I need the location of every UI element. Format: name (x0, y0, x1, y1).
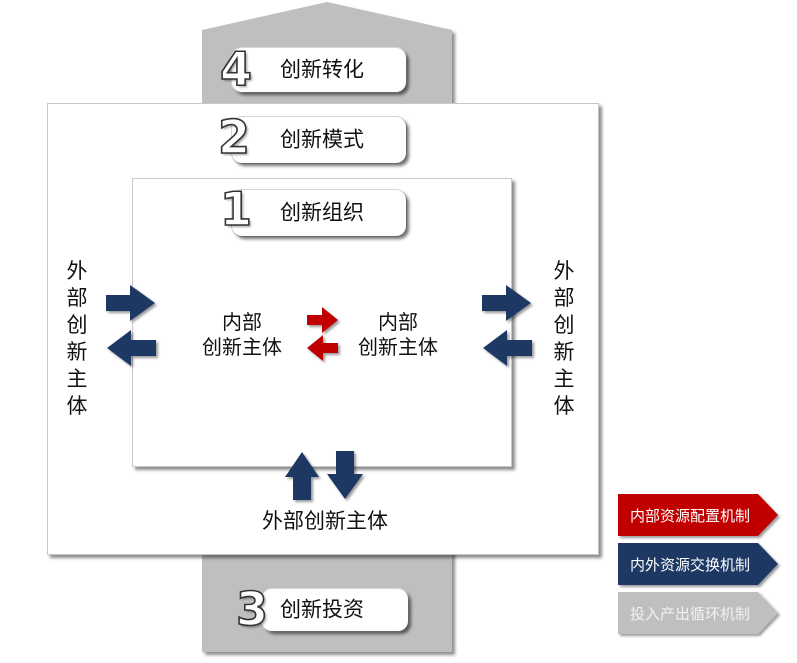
legend-label-input-output-cycle: 投入产出循环机制 (630, 604, 751, 623)
level-3-label: 创新投资 (280, 597, 364, 622)
level-4-label: 创新转化 (280, 57, 364, 82)
left-outbound-arrow-icon (107, 330, 156, 366)
level-4-pill: 创新转化 (232, 48, 406, 92)
bottom-down-arrow-icon (327, 451, 363, 499)
legend-chevron-gray (618, 592, 778, 634)
internal-entity-a-line2: 创新主体 (202, 335, 282, 359)
level-1-label: 创新组织 (280, 200, 364, 225)
level-2-number: 2 (217, 110, 251, 164)
internal-right-arrow-icon (307, 307, 338, 333)
left-inbound-arrow-icon (106, 285, 155, 321)
level-4-number: 4 (219, 42, 253, 96)
legend-chevron-navy (618, 543, 778, 585)
bottom-external-entity: 外部创新主体 (262, 509, 388, 533)
internal-entity-b-line2: 创新主体 (358, 335, 438, 359)
level-2-pill: 创新模式 (232, 117, 406, 163)
level-1-pill: 创新组织 (232, 190, 406, 236)
legend-chevron-red (618, 494, 778, 536)
internal-entity-b-line1: 内部 (378, 310, 418, 334)
legend-item-internal-allocation: 内部资源配置机制 (618, 494, 780, 538)
level-1-number: 1 (219, 182, 253, 236)
bottom-up-arrow-icon (285, 452, 319, 500)
internal-left-arrow-icon (307, 335, 338, 361)
internal-entity-a: 内部 创新主体 (196, 310, 288, 360)
legend-label-internal-allocation: 内部资源配置机制 (630, 506, 751, 525)
right-external-entity: 外部创新主体 (553, 259, 575, 418)
legend-item-input-output-cycle: 投入产出循环机制 (618, 592, 780, 636)
internal-entity-b: 内部 创新主体 (352, 310, 444, 360)
level-3-pill: 创新投资 (262, 589, 408, 631)
left-external-entity: 外部创新主体 (66, 259, 88, 418)
right-inbound-arrow-icon (483, 330, 532, 366)
level-3-number: 3 (235, 582, 269, 636)
legend-label-resource-exchange: 内外资源交换机制 (630, 555, 751, 574)
level-2-label: 创新模式 (280, 127, 364, 152)
right-outbound-arrow-icon (482, 285, 531, 321)
legend-item-resource-exchange: 内外资源交换机制 (618, 543, 780, 587)
internal-entity-a-line1: 内部 (222, 310, 262, 334)
